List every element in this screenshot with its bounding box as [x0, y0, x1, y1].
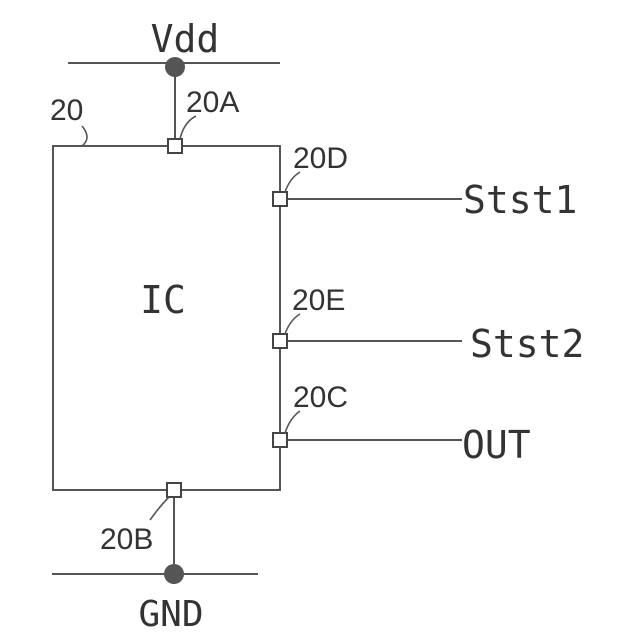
ic-label: IC: [140, 278, 186, 322]
pin-20d: [273, 192, 287, 206]
pin-20b-leader: [150, 497, 169, 520]
pin-20b: [167, 483, 181, 497]
out-label: OUT: [462, 423, 531, 467]
pin-20e: [273, 334, 287, 348]
pin-20c: [273, 433, 287, 447]
stst1-label: Stst1: [463, 178, 577, 222]
pin-20e-leader: [285, 314, 300, 334]
ic-ref-label: 20: [50, 94, 83, 127]
pin-20a: [168, 139, 182, 153]
vdd-label: Vdd: [151, 17, 220, 61]
stst2-label: Stst2: [470, 322, 584, 366]
pin-20c-leader: [285, 411, 300, 433]
pin-20c-label: 20C: [293, 381, 348, 414]
pin-20a-leader: [180, 116, 196, 139]
pin-20a-label: 20A: [186, 86, 239, 119]
pin-20d-leader: [285, 172, 300, 192]
gnd-label: GND: [138, 594, 203, 635]
pin-20e-label: 20E: [292, 284, 345, 317]
pin-20b-label: 20B: [100, 523, 153, 556]
pin-20d-label: 20D: [293, 142, 348, 175]
ic-ref-leader: [82, 126, 87, 146]
